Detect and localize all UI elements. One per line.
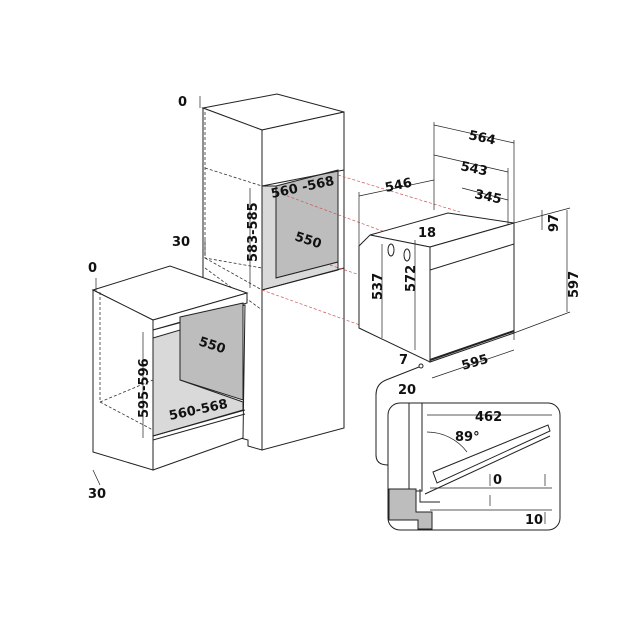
door-gap-bottom-label: 10	[525, 513, 543, 528]
door-open-depth-label: 462	[475, 410, 502, 425]
oven-door-offset-label: 20	[398, 383, 416, 398]
base-cabinet	[91, 265, 249, 486]
tall-bottom-gap-label: 30	[172, 235, 190, 250]
mounting-hole-icon	[387, 243, 395, 257]
oven-side-depth-label: 546	[384, 176, 414, 196]
tall-niche-height-label: 583-585	[246, 202, 261, 262]
inset-door-panel	[408, 402, 423, 492]
door-gap-top-label: 0	[493, 473, 502, 488]
mounting-hole-icon	[403, 248, 411, 262]
oven-side	[358, 234, 431, 363]
oven-width-label: 595	[460, 352, 490, 374]
oven-depth-side-label: 345	[473, 187, 503, 207]
oven-top-offset-label: 18	[418, 226, 436, 241]
base-niche-height-label: 595-596	[137, 358, 152, 418]
door-angle-label: 89°	[455, 430, 480, 445]
base-top-gap-label: 0	[88, 261, 97, 276]
oven-bottom-offset-label: 7	[399, 353, 408, 368]
inset-cabinet-section	[388, 488, 433, 530]
oven-depth-total-label: 564	[467, 128, 497, 148]
oven-depth-body-label: 543	[459, 159, 489, 179]
oven-inner-height-label: 572	[404, 265, 419, 292]
oven	[358, 122, 571, 379]
tall-top-gap-label: 0	[178, 95, 187, 110]
oven-front	[429, 222, 515, 363]
base-bottom-gap-label: 30	[88, 487, 106, 502]
inset-open-door	[432, 424, 551, 484]
oven-body-height-label: 537	[371, 273, 386, 300]
oven-height-label: 597	[567, 271, 582, 298]
door-detail-inset	[375, 363, 561, 531]
oven-panel-height-label: 97	[547, 214, 562, 232]
